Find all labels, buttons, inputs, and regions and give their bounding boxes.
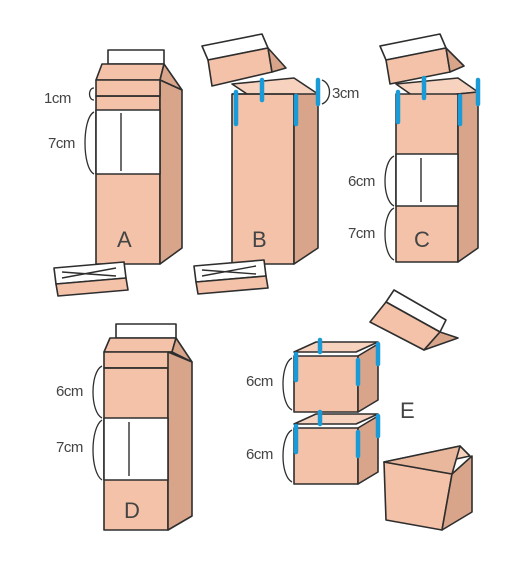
triangular-top-e	[369, 289, 459, 351]
lower-cube-e	[293, 413, 379, 485]
carton-d	[103, 323, 193, 531]
dimension-3cm: 3cm	[321, 79, 359, 105]
svg-text:3cm: 3cm	[332, 85, 359, 102]
dimension-6cm-c: 6cm	[348, 155, 395, 207]
dimension-6cm-d: 6cm	[56, 365, 103, 419]
dimension-6cm-e2: 6cm	[246, 429, 293, 483]
panel-d: D 6cm 7cm	[56, 323, 193, 531]
open-box-e	[383, 445, 473, 531]
panel-e: E 6cm 6cm	[246, 289, 473, 531]
dimension-7cm-d: 7cm	[56, 419, 103, 481]
panel-c-letter: C	[414, 227, 430, 252]
svg-text:6cm: 6cm	[246, 446, 273, 463]
panel-b: B 3cm	[193, 33, 359, 295]
panel-b-letter: B	[252, 227, 267, 252]
dimension-6cm-e1: 6cm	[246, 357, 293, 411]
cut-top-b	[201, 33, 287, 87]
flattened-top-a	[53, 261, 129, 297]
svg-text:7cm: 7cm	[348, 225, 375, 242]
cut-top-c	[379, 33, 465, 85]
svg-text:1cm: 1cm	[44, 90, 71, 107]
svg-text:6cm: 6cm	[246, 373, 273, 390]
upper-cube-e	[293, 341, 379, 413]
carton-b	[231, 77, 319, 265]
dimension-1cm: 1cm	[44, 87, 95, 107]
svg-text:7cm: 7cm	[48, 135, 75, 152]
dimension-7cm: 7cm	[48, 111, 95, 175]
panel-e-letter: E	[400, 398, 415, 423]
panel-a: A 1cm 7cm	[44, 49, 183, 297]
flattened-top-b	[193, 259, 269, 295]
svg-text:7cm: 7cm	[56, 439, 83, 456]
dimension-7cm-c: 7cm	[348, 207, 395, 261]
svg-text:6cm: 6cm	[56, 383, 83, 400]
svg-text:6cm: 6cm	[348, 173, 375, 190]
carton-c	[395, 77, 479, 263]
panel-a-letter: A	[117, 227, 132, 252]
panel-d-letter: D	[124, 498, 140, 523]
panel-c: C 6cm 7cm	[348, 33, 481, 263]
carton-a	[95, 49, 183, 265]
